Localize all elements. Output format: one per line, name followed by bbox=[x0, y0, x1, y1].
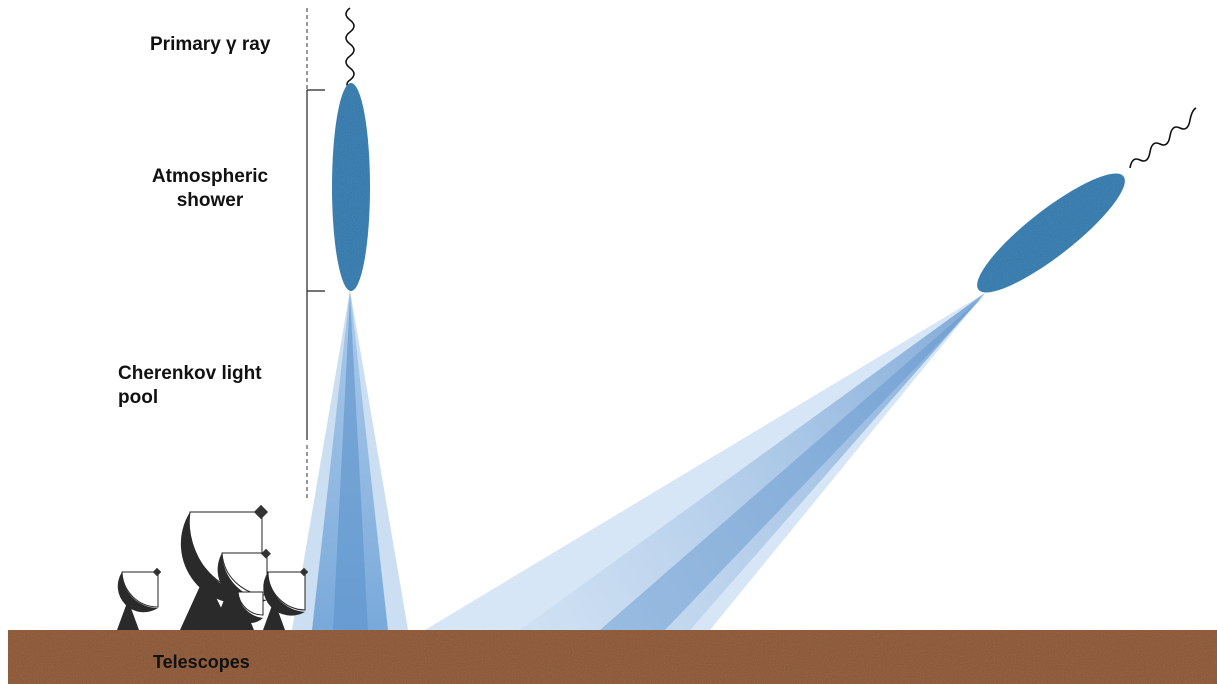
primary-gamma-wave-vertical bbox=[346, 8, 354, 89]
label-atmospheric-shower: Atmospheric shower bbox=[130, 165, 290, 213]
label-cherenkov-line1: Cherenkov light bbox=[118, 362, 298, 386]
primary-gamma-wave-inclined bbox=[1130, 108, 1196, 168]
label-atmospheric-line2: shower bbox=[130, 189, 290, 213]
label-cherenkov-light-pool: Cherenkov light pool bbox=[118, 362, 298, 410]
label-telescopes: Telescopes bbox=[153, 650, 250, 674]
inclined-cherenkov-cone bbox=[425, 293, 985, 630]
label-primary-gamma-ray: Primary γ ray bbox=[150, 33, 270, 57]
inclined-shower-texture bbox=[964, 158, 1137, 308]
telescope-array bbox=[117, 505, 308, 630]
vertical-cherenkov-cone bbox=[292, 290, 408, 630]
label-atmospheric-line1: Atmospheric bbox=[130, 165, 290, 189]
vertical-shower-texture bbox=[332, 83, 370, 291]
height-scale bbox=[307, 8, 325, 500]
telescope-icon bbox=[117, 568, 161, 630]
label-cherenkov-line2: pool bbox=[118, 386, 298, 410]
